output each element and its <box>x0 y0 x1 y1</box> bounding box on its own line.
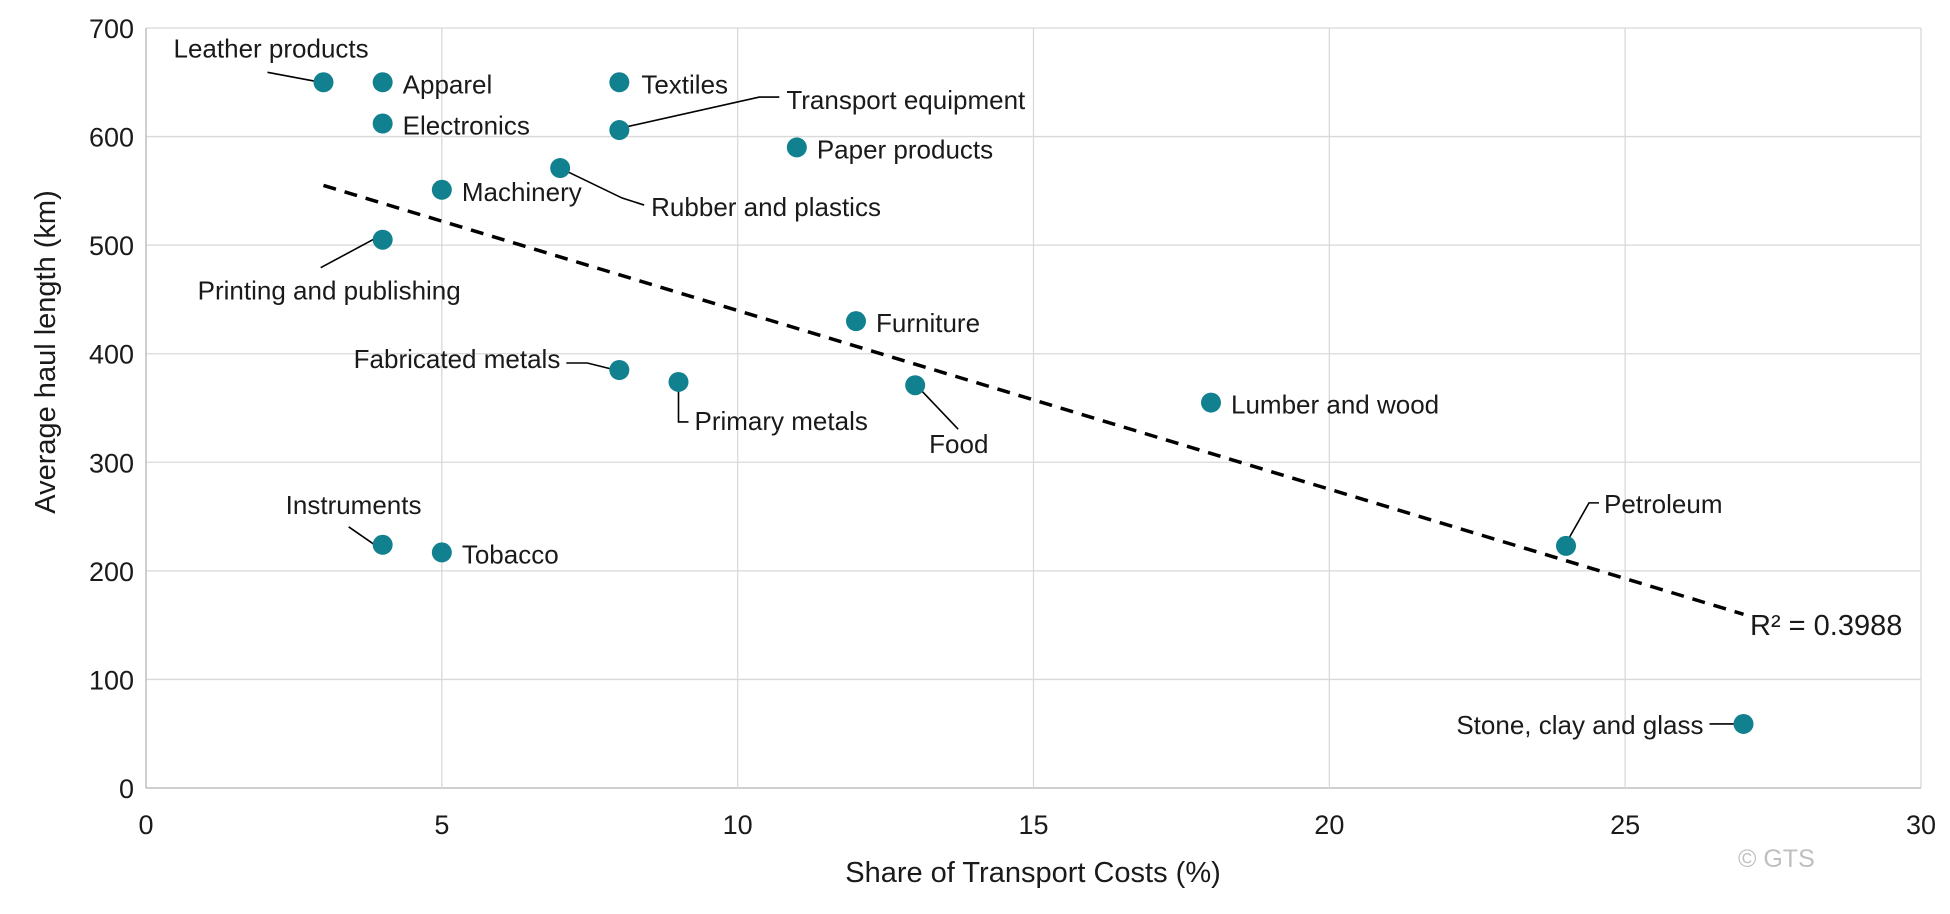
point-labels: Leather productsApparelElectronicsPrinti… <box>174 33 1723 740</box>
point-leather-products <box>313 72 334 93</box>
leader-instruments <box>348 526 376 546</box>
label-stone-clay-and-glass: Stone, clay and glass <box>1456 710 1703 740</box>
label-lumber-and-wood: Lumber and wood <box>1231 390 1439 420</box>
point-textiles <box>609 72 630 93</box>
label-textiles: Textiles <box>641 69 728 99</box>
tick-labels: 0 100 200 300 400 500 600 700 0 5 10 15 20 25 30 <box>89 14 1936 840</box>
trendline <box>322 183 1745 616</box>
y-tick-label: 600 <box>89 123 134 153</box>
label-tobacco: Tobacco <box>462 539 559 569</box>
label-electronics: Electronics <box>403 111 530 141</box>
leader-petroleum <box>1567 502 1599 541</box>
x-axis-title: Share of Transport Costs (%) <box>845 857 1221 889</box>
label-instruments: Instruments <box>286 490 422 520</box>
point-petroleum <box>1556 535 1576 556</box>
label-leaders <box>267 71 1736 725</box>
point-electronics <box>372 113 393 134</box>
label-furniture: Furniture <box>876 308 980 338</box>
y-tick-label: 100 <box>89 665 134 695</box>
label-food: Food <box>929 429 988 459</box>
leader-transport-equipment <box>625 96 780 128</box>
leader-food <box>918 387 959 430</box>
point-paper-products <box>786 137 807 158</box>
data-points <box>313 72 1754 734</box>
label-primary-metals: Primary metals <box>695 406 868 436</box>
r-squared-annotation: R² = 0.3988 <box>1750 610 1902 642</box>
point-tobacco <box>431 542 452 563</box>
point-rubber-and-plastics <box>550 158 571 179</box>
leader-leather-products <box>267 71 316 83</box>
label-printing-and-publishing: Printing and publishing <box>198 276 461 306</box>
y-axis-title: Average haul length (km) <box>30 190 62 513</box>
point-apparel <box>372 72 393 93</box>
point-lumber-and-wood <box>1201 392 1221 413</box>
label-petroleum: Petroleum <box>1604 489 1723 519</box>
y-tick-label: 200 <box>89 557 134 587</box>
credit-watermark: © GTS <box>1738 845 1815 873</box>
point-machinery <box>431 179 452 200</box>
label-apparel: Apparel <box>403 69 493 99</box>
grid-lines <box>145 27 1922 789</box>
x-tick-label: 20 <box>1314 810 1344 840</box>
point-furniture <box>846 311 866 332</box>
x-tick-label: 5 <box>434 810 449 840</box>
x-tick-label: 15 <box>1018 810 1048 840</box>
point-food <box>905 375 926 396</box>
label-paper-products: Paper products <box>817 134 993 164</box>
label-fabricated-metals: Fabricated metals <box>354 344 561 374</box>
y-tick-label: 500 <box>89 231 134 261</box>
point-printing-and-publishing <box>372 229 393 250</box>
y-tick-label: 700 <box>89 14 134 44</box>
point-fabricated-metals <box>609 360 630 380</box>
y-tick-label: 400 <box>89 340 134 370</box>
leader-printing-and-publishing <box>320 238 376 269</box>
point-primary-metals <box>668 371 689 392</box>
label-leather-products: Leather products <box>174 33 369 63</box>
point-transport-equipment <box>609 120 630 141</box>
label-machinery: Machinery <box>462 177 582 207</box>
leader-rubber-and-plastics <box>563 169 645 206</box>
leader-primary-metals <box>677 388 689 423</box>
label-transport-equipment: Transport equipment <box>786 85 1026 115</box>
y-tick-label: 300 <box>89 448 134 478</box>
x-tick-label: 10 <box>723 810 753 840</box>
x-tick-label: 25 <box>1610 810 1640 840</box>
y-tick-label: 0 <box>119 774 134 804</box>
x-tick-label: 30 <box>1906 810 1936 840</box>
leader-fabricated-metals <box>566 362 612 370</box>
point-stone-clay-and-glass <box>1733 713 1754 734</box>
x-tick-label: 0 <box>138 810 153 840</box>
point-instruments <box>372 534 393 555</box>
label-rubber-and-plastics: Rubber and plastics <box>651 192 881 222</box>
